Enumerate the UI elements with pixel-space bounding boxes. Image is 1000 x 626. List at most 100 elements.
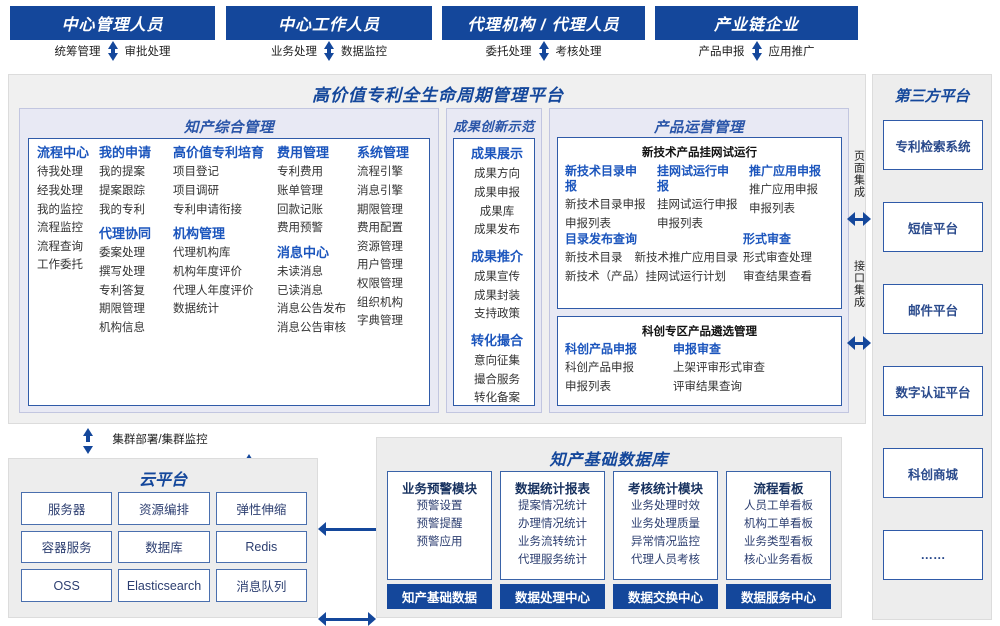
ip-menu-item-3-0-1[interactable]: 账单管理 [277, 184, 323, 197]
database-item-1-3[interactable]: 代理服务统计 [518, 554, 587, 567]
database-item-0-2[interactable]: 预警应用 [416, 536, 463, 549]
achievement-item-2-2[interactable]: 转化备案 [474, 392, 520, 405]
database-item-2-1[interactable]: 业务处理质量 [631, 518, 700, 531]
third-party-item-2[interactable]: 邮件平台 [883, 284, 983, 334]
ip-menu-item-4-0-6[interactable]: 权限管理 [357, 278, 403, 290]
achievement-item-0-1[interactable]: 成果申报 [474, 186, 520, 199]
ip-group-head-1-1[interactable]: 代理协同 [99, 226, 152, 242]
database-item-1-0[interactable]: 提案情况统计 [518, 500, 587, 512]
database-item-2-2[interactable]: 异常情况监控 [631, 536, 700, 549]
achievement-group-head-1[interactable]: 成果推介 [470, 248, 523, 264]
cloud-cell-4[interactable]: 数据库 [118, 530, 210, 564]
cloud-cell-6[interactable]: OSS [21, 569, 113, 602]
actor-title-1[interactable]: 中心工作人员 [226, 6, 432, 40]
ip-menu-item-3-1-3[interactable]: 消息公告审核 [277, 321, 346, 334]
po-b1r2-item-1-0[interactable]: 形式审查处理 [743, 252, 812, 264]
po-b1r2-head-0[interactable]: 目录发布查询 [565, 232, 638, 246]
actor-title-2[interactable]: 代理机构 / 代理人员 [442, 6, 645, 40]
cloud-cell-0[interactable]: 服务器 [21, 492, 113, 525]
ip-group-head-3-1[interactable]: 消息中心 [277, 244, 330, 260]
po-b1-item-2-0[interactable]: 推广应用申报 [749, 184, 818, 196]
ip-menu-item-4-0-8[interactable]: 字典管理 [357, 315, 403, 328]
po-b1-head-1[interactable]: 挂网试运行申报 [657, 164, 730, 193]
ip-group-head-1-0[interactable]: 我的申请 [99, 145, 152, 160]
po-b1-item-1-1[interactable]: 申报列表 [657, 217, 703, 230]
ip-menu-item-2-0-1[interactable]: 项目调研 [173, 184, 219, 197]
cloud-cell-5[interactable]: Redis [215, 530, 307, 564]
po-b1-head-0[interactable]: 新技术目录申报 [565, 164, 638, 193]
ip-menu-item-2-0-0[interactable]: 项目登记 [173, 166, 219, 179]
ip-menu-item-1-0-0[interactable]: 我的提案 [99, 166, 145, 179]
ip-menu-item-2-1-1[interactable]: 机构年度评价 [173, 266, 242, 278]
ip-menu-item-4-0-4[interactable]: 资源管理 [357, 240, 403, 253]
ip-menu-item-3-0-0[interactable]: 专利费用 [277, 166, 323, 179]
database-item-3-3[interactable]: 核心业务看板 [744, 554, 813, 567]
database-footer-3[interactable]: 数据服务中心 [726, 584, 831, 609]
actor-title-0[interactable]: 中心管理人员 [10, 6, 215, 40]
ip-menu-item-0-0-3[interactable]: 流程监控 [37, 222, 83, 235]
ip-menu-item-4-0-7[interactable]: 组织机构 [357, 296, 403, 309]
ip-menu-item-1-1-4[interactable]: 机构信息 [99, 321, 145, 334]
ip-menu-item-2-0-2[interactable]: 专利申请衔接 [173, 203, 242, 216]
po-b1r2-item-1-1[interactable]: 审查结果查看 [743, 270, 812, 283]
database-item-1-2[interactable]: 业务流转统计 [518, 536, 587, 549]
ip-menu-item-0-0-5[interactable]: 工作委托 [37, 259, 83, 272]
ip-menu-item-4-0-5[interactable]: 用户管理 [357, 259, 403, 272]
po-b1r2-item-0-2[interactable]: 新技术（产品）挂网试运行计划 [565, 270, 726, 283]
cloud-cell-8[interactable]: 消息队列 [215, 569, 307, 602]
po-b1-item-0-0[interactable]: 新技术目录申报 [565, 199, 646, 211]
ip-menu-item-4-0-3[interactable]: 费用配置 [357, 222, 403, 235]
database-item-0-1[interactable]: 预警提醒 [416, 518, 463, 531]
achievement-item-0-0[interactable]: 成果方向 [474, 168, 520, 181]
ip-menu-item-0-0-1[interactable]: 经我处理 [37, 184, 83, 197]
ip-menu-item-4-0-0[interactable]: 流程引擎 [357, 166, 403, 179]
ip-group-head-2-0[interactable]: 高价值专利培育 [173, 145, 265, 160]
po-b2-head-0[interactable]: 科创产品申报 [565, 342, 638, 356]
po-b1r2-item-0-1[interactable]: 新技术推广应用目录 [634, 252, 739, 264]
po-b2-head-1[interactable]: 申报审查 [673, 342, 722, 356]
third-party-item-0[interactable]: 专利检索系统 [883, 120, 983, 170]
po-b1-item-2-1[interactable]: 申报列表 [749, 202, 795, 215]
database-item-3-2[interactable]: 业务类型看板 [744, 536, 813, 549]
third-party-item-1[interactable]: 短信平台 [883, 202, 983, 252]
database-item-0-0[interactable]: 预警设置 [416, 500, 463, 512]
cloud-cell-2[interactable]: 弹性伸缩 [215, 492, 307, 525]
ip-menu-item-4-0-1[interactable]: 消息引擎 [357, 184, 403, 197]
database-item-3-0[interactable]: 人员工单看板 [744, 500, 813, 512]
achievement-item-1-0[interactable]: 成果宣传 [474, 271, 520, 283]
ip-group-head-4-0[interactable]: 系统管理 [357, 145, 410, 160]
ip-menu-item-1-1-0[interactable]: 委案处理 [99, 247, 145, 260]
achievement-group-head-0[interactable]: 成果展示 [470, 146, 523, 161]
ip-group-head-2-1[interactable]: 机构管理 [173, 226, 226, 242]
achievement-item-0-3[interactable]: 成果发布 [474, 224, 520, 237]
ip-menu-item-3-1-1[interactable]: 已读消息 [277, 284, 323, 297]
po-b1-item-0-1[interactable]: 申报列表 [565, 217, 611, 230]
po-b1-item-1-0[interactable]: 挂网试运行申报 [657, 199, 738, 211]
po-b1r2-item-0-0[interactable]: 新技术目录 [565, 252, 623, 264]
ip-menu-item-1-0-1[interactable]: 提案跟踪 [99, 184, 145, 197]
database-footer-0[interactable]: 知产基础数据 [387, 584, 492, 609]
po-b1-head-2[interactable]: 推广应用申报 [749, 164, 822, 178]
database-footer-1[interactable]: 数据处理中心 [500, 584, 605, 609]
ip-group-head-3-0[interactable]: 费用管理 [277, 145, 330, 160]
third-party-item-5[interactable]: …… [883, 530, 983, 580]
ip-menu-item-1-1-2[interactable]: 专利答复 [99, 284, 145, 297]
third-party-item-3[interactable]: 数字认证平台 [883, 366, 983, 416]
ip-menu-item-2-1-2[interactable]: 代理人年度评价 [173, 284, 254, 297]
database-footer-2[interactable]: 数据交换中心 [613, 584, 718, 609]
ip-menu-item-0-0-2[interactable]: 我的监控 [37, 203, 83, 216]
ip-menu-item-2-1-3[interactable]: 数据统计 [173, 303, 219, 316]
achievement-item-2-0[interactable]: 意向征集 [474, 355, 520, 368]
po-b2-item-1-1[interactable]: 评审结果查询 [673, 380, 742, 393]
po-b2-item-0-1[interactable]: 申报列表 [565, 380, 611, 393]
ip-menu-item-1-0-2[interactable]: 我的专利 [99, 203, 145, 216]
ip-menu-item-0-0-0[interactable]: 待我处理 [37, 166, 83, 179]
third-party-item-4[interactable]: 科创商城 [883, 448, 983, 498]
achievement-group-head-2[interactable]: 转化撮合 [470, 332, 523, 348]
database-item-2-3[interactable]: 代理人员考核 [631, 554, 700, 567]
ip-menu-item-2-1-0[interactable]: 代理机构库 [173, 247, 231, 260]
po-b1r2-head-1[interactable]: 形式审查 [743, 232, 792, 246]
po-b2-item-0-0[interactable]: 科创产品申报 [565, 362, 634, 374]
database-item-3-1[interactable]: 机构工单看板 [744, 518, 813, 531]
cloud-cell-1[interactable]: 资源编排 [118, 492, 210, 525]
